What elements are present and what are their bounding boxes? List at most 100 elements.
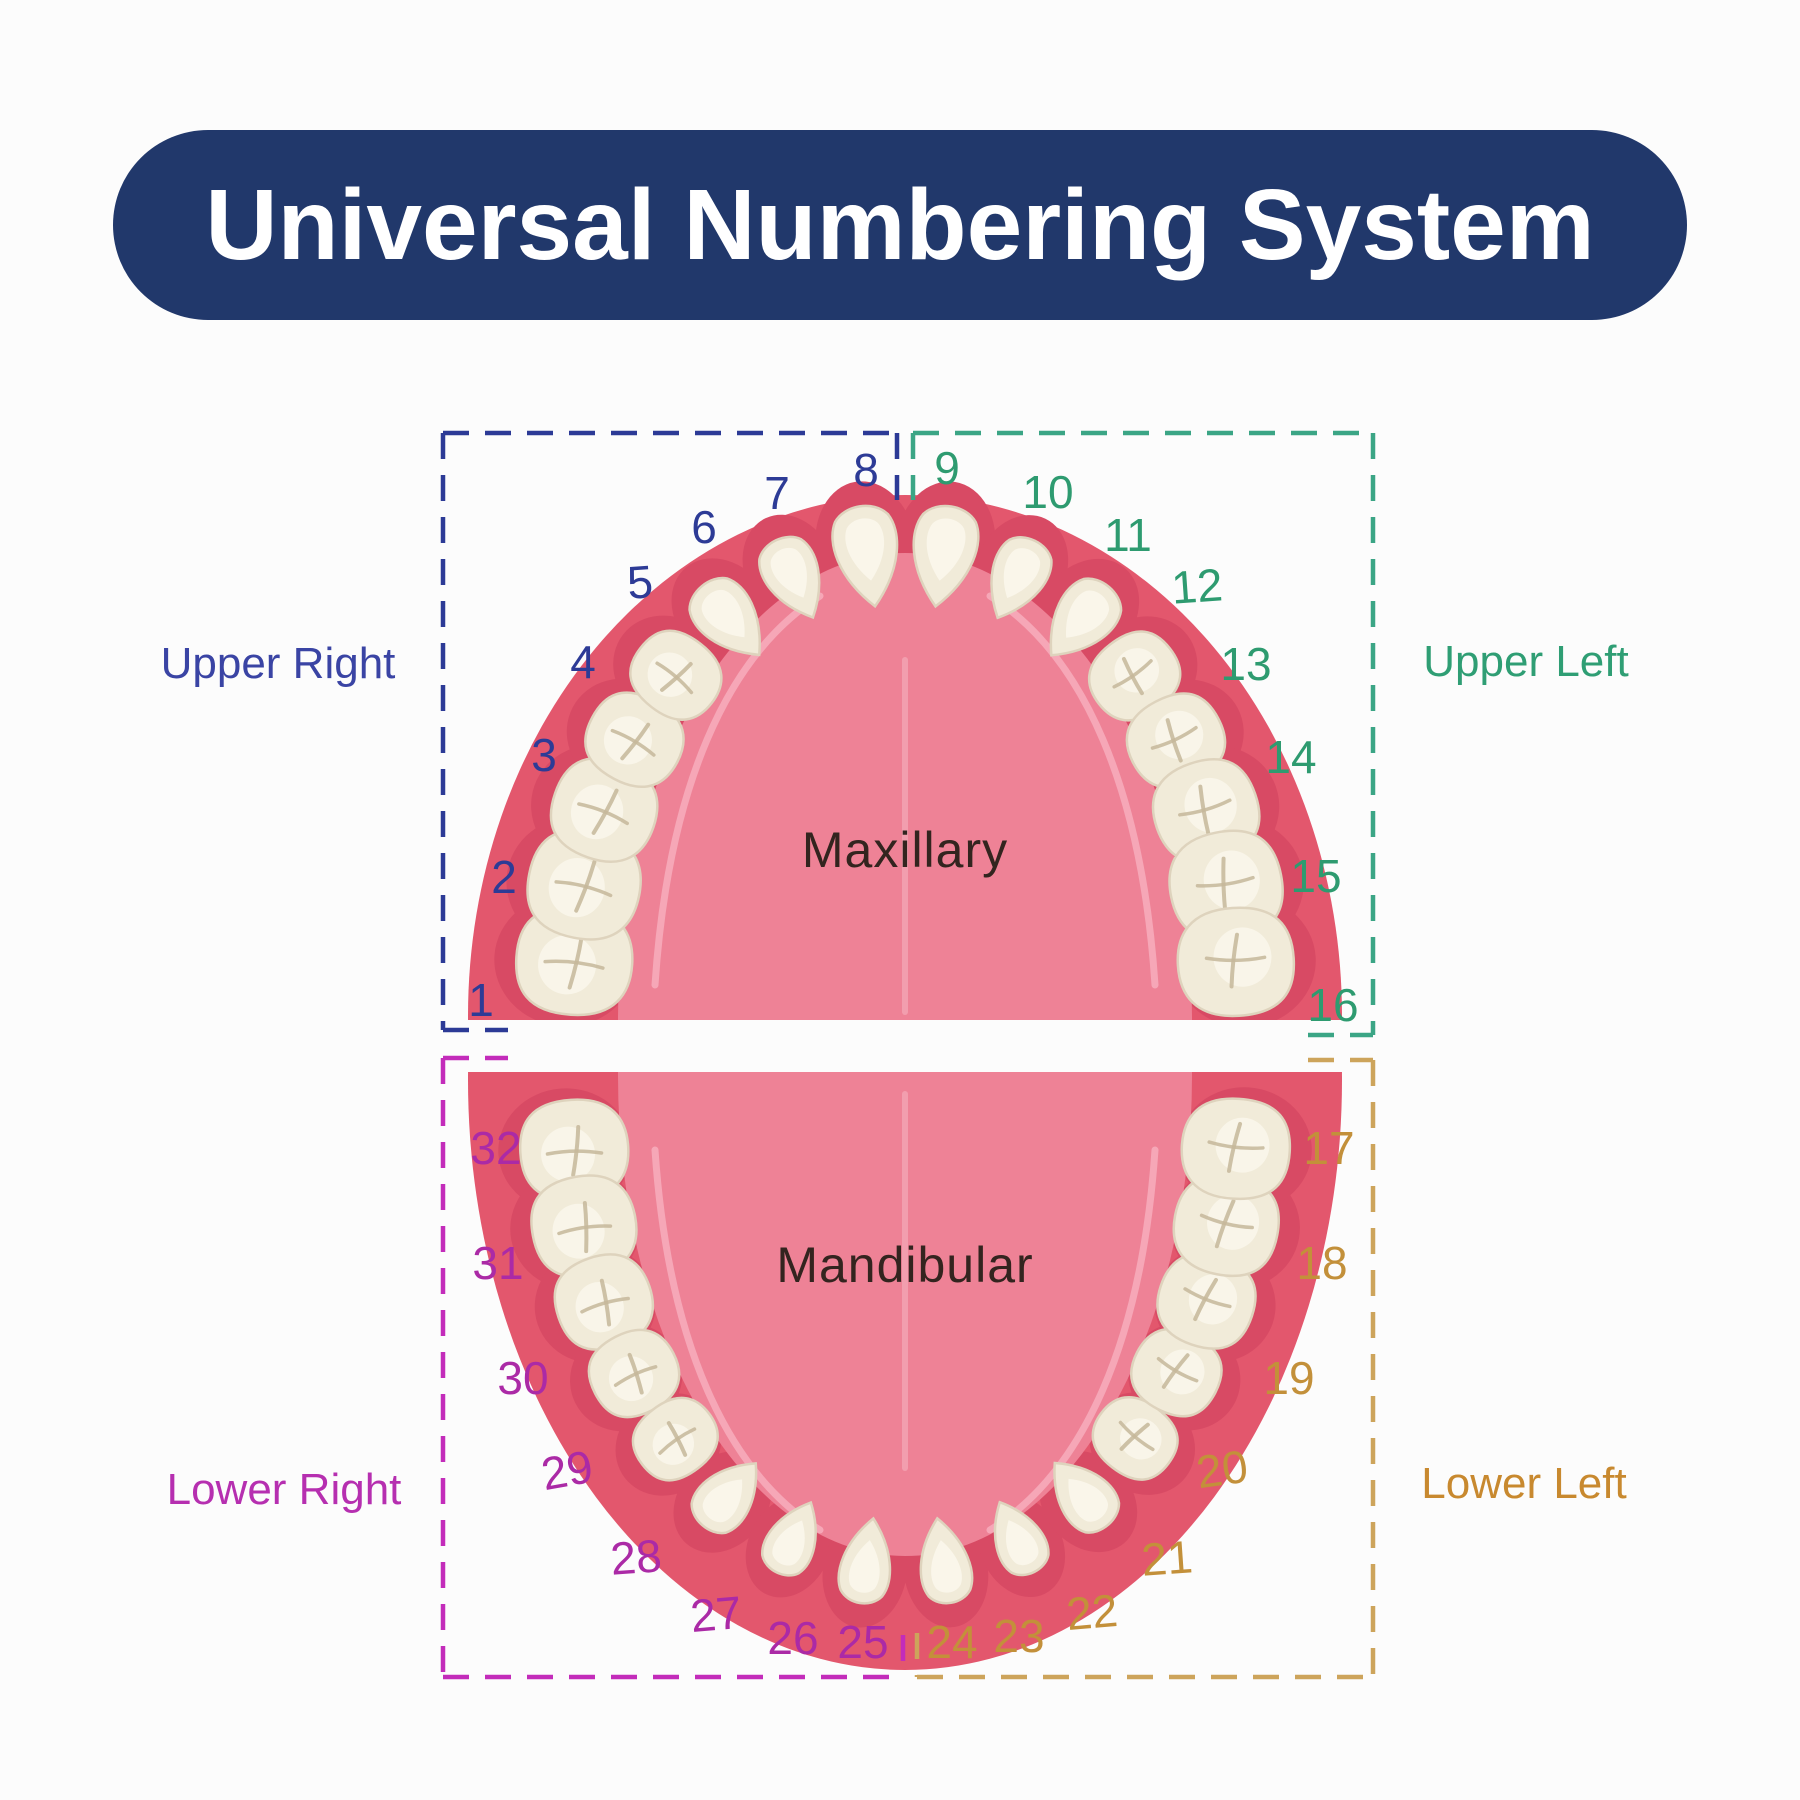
tooth-shape-9	[912, 504, 980, 609]
tooth-number-label-13: 13	[1220, 638, 1271, 690]
tooth-number-label-17: 17	[1303, 1122, 1354, 1174]
tooth-number-label-16: 16	[1307, 979, 1358, 1031]
tooth-highlight	[848, 1540, 880, 1593]
tooth-crack	[580, 1296, 630, 1314]
tooth-crack	[543, 959, 605, 970]
tooth-crack	[658, 1427, 697, 1455]
tooth-number-label-11: 11	[1104, 509, 1152, 561]
tooth-crack	[610, 728, 656, 757]
tooth-highlight	[845, 518, 885, 581]
tooth-highlight	[926, 518, 966, 581]
tooth-shape-29	[587, 1328, 681, 1419]
tooth-crack	[655, 661, 694, 695]
tooth-crack	[1195, 875, 1255, 888]
tooth-shape-26	[761, 1500, 817, 1577]
tooth-shape-24	[919, 1516, 974, 1605]
tooth-number-label-9: 9	[934, 442, 960, 494]
tooth-highlight	[772, 1520, 805, 1566]
tooth-crack	[1150, 725, 1198, 750]
tooth-crack	[1207, 1140, 1265, 1151]
title-banner: Universal Numbering System	[113, 130, 1687, 320]
tooth-number-label-2: 2	[491, 851, 517, 903]
tooth-number-label-25: 25	[837, 1616, 888, 1668]
tooth-shape-23	[993, 1500, 1050, 1577]
tooth-shape-28	[631, 1396, 719, 1482]
tooth-number-label-22: 22	[1064, 1584, 1120, 1640]
tooth-number-label-10: 10	[1022, 466, 1073, 518]
tooth-shape-19	[1156, 1252, 1257, 1350]
tooth-number-label-4: 4	[570, 636, 596, 688]
tooth-crack	[577, 802, 629, 826]
tooth-highlight	[541, 1126, 596, 1182]
tooth-highlight	[1203, 850, 1260, 910]
tooth-number-label-20: 20	[1193, 1440, 1251, 1499]
tooth-shape-10	[990, 536, 1053, 620]
tooth-number-label-24: 24	[926, 1616, 977, 1668]
tooth-highlight	[770, 547, 807, 598]
tooth-highlight	[1003, 548, 1041, 598]
tooth-crack	[1204, 955, 1267, 963]
tooth-number-label-6: 6	[691, 501, 717, 553]
tooth-shape-6	[688, 576, 761, 657]
tooth-shape-8	[831, 504, 899, 609]
tooth-number-label-8: 8	[853, 444, 879, 496]
tooth-highlight	[575, 1282, 624, 1333]
tooth-shape-32	[518, 1098, 630, 1202]
tooth-highlight	[931, 1540, 962, 1593]
palate-streak	[651, 1146, 824, 1534]
tooth-shape-22	[1053, 1461, 1121, 1534]
quadrant-label-lower-right: Lower Right	[166, 1465, 402, 1514]
tooth-number-label-28: 28	[609, 1529, 664, 1584]
tooth-shape-20	[1129, 1327, 1223, 1418]
tooth-number-label-30: 30	[497, 1352, 548, 1404]
tooth-crack	[1178, 798, 1232, 817]
tooth-crack	[1118, 1420, 1155, 1452]
maxillary-arch	[468, 481, 1342, 1020]
tooth-highlight	[1068, 1478, 1108, 1522]
quadrant-label-lower-left: Lower Left	[1421, 1459, 1627, 1508]
palate-streak	[986, 592, 1159, 989]
tooth-shape-11	[1049, 577, 1123, 657]
mandibular-label: Mandibular	[776, 1237, 1034, 1293]
mandibular-arch	[468, 1072, 1342, 1670]
tooth-crack	[545, 1149, 604, 1156]
tooth-number-label-19: 19	[1263, 1352, 1314, 1404]
tooth-number-label-29: 29	[537, 1440, 596, 1500]
tooth-number-label-23: 23	[993, 1610, 1044, 1662]
tooth-number-label-27: 27	[688, 1586, 744, 1642]
tooth-number-label-32: 32	[470, 1122, 521, 1174]
tooth-number-label-1: 1	[468, 974, 494, 1026]
tooth-highlight	[1215, 1117, 1270, 1173]
tooth-number-label-15: 15	[1290, 850, 1341, 902]
tooth-shape-17	[1180, 1097, 1292, 1201]
tooth-highlight	[1184, 777, 1237, 833]
tooth-shape-5	[629, 629, 723, 721]
tooth-shape-18	[1172, 1173, 1281, 1278]
tooth-highlight	[570, 784, 624, 840]
tooth-shape-21	[1091, 1395, 1179, 1481]
tooth-number-label-18: 18	[1296, 1237, 1347, 1289]
tooth-highlight	[1160, 1349, 1205, 1395]
tooth-highlight	[603, 716, 652, 765]
tooth-number-label-3: 3	[531, 729, 557, 781]
tooth-highlight	[701, 589, 745, 638]
tooth-crack	[1156, 1356, 1199, 1383]
tooth-number-label-31: 31	[472, 1237, 523, 1289]
tooth-highlight	[1213, 927, 1272, 987]
tooth-crack	[554, 880, 613, 898]
tooth-shape-30	[553, 1253, 655, 1351]
tooth-number-label-21: 21	[1140, 1530, 1195, 1585]
tooth-crack	[1112, 659, 1153, 689]
tooth-highlight	[702, 1479, 743, 1523]
tooth-number-label-5: 5	[625, 555, 654, 609]
tooth-highlight	[552, 1203, 605, 1259]
page-title: Universal Numbering System	[205, 168, 1595, 281]
tooth-highlight	[1066, 590, 1110, 638]
tooth-crack	[557, 1224, 613, 1236]
quadrant-label-upper-right: Upper Right	[160, 639, 396, 688]
tooth-number-label-26: 26	[767, 1612, 818, 1664]
tooth-number-label-7: 7	[764, 467, 790, 519]
tooth-crack	[1183, 1287, 1232, 1309]
